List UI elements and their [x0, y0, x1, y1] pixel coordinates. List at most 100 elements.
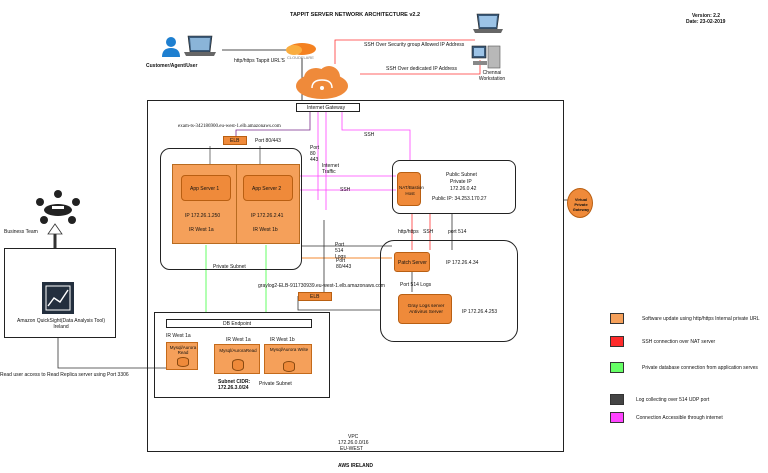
- vpc-region: EU-WEST: [340, 446, 364, 452]
- aws-label: AWS IRELAND: [338, 463, 373, 469]
- laptop-icon: [472, 12, 504, 36]
- legend-swatch-database: [610, 362, 624, 373]
- legend-label-log: Log collecting over 514 UDP port: [636, 397, 710, 403]
- app-server-2-ip: IP 172.26.2.41: [251, 213, 284, 219]
- db-endpoint: DB Endpoint: [166, 319, 312, 328]
- private-subnet-label: Private Subnet: [213, 264, 246, 270]
- subnet-cidr: 172.26.3.0/24: [218, 385, 249, 391]
- chennai-label: Chennai Workstation: [478, 70, 506, 82]
- quicksight-box: [4, 248, 116, 338]
- app-server-2-zone: App Server 2 IP 172.26.2.41 IR West 1b: [236, 164, 300, 244]
- ssh-label-2: SSH: [340, 187, 351, 193]
- db-write: Mysql/Aurora Write: [264, 344, 312, 374]
- internet-gateway-cloud-icon: [292, 62, 352, 102]
- date-label: Date: 23-02-2019: [686, 19, 726, 25]
- app-server-2-zone-label: IR West 1b: [253, 227, 278, 233]
- port-80-443b-label: Port 80 443: [310, 145, 320, 163]
- db-endpoint-label: DB Endpoint: [223, 321, 252, 327]
- ssh-small-label: SSH: [423, 229, 434, 235]
- elb-bottom-label: ELB: [310, 294, 320, 300]
- elb-bottom: ELB: [298, 292, 332, 301]
- vpc-label: VPC: [348, 434, 359, 440]
- public-subnet-box: [392, 160, 516, 214]
- internet-gateway: Internet Gateway: [296, 103, 360, 112]
- quicksight-icon: [42, 282, 74, 314]
- patch-server-ip: IP 172.26.4.34: [446, 260, 479, 266]
- legend-label-internet: Connection Accessible through internet: [636, 415, 723, 421]
- patch-server-label: Patch Server: [398, 260, 427, 266]
- quicksight-label: Amazon QuickSight(Data Analysis Tool) Ir…: [16, 318, 105, 330]
- db-subnet-box: [154, 312, 330, 398]
- team-meeting-icon: [30, 186, 86, 226]
- public-ip: Public IP: 34.253.170.27: [432, 196, 487, 202]
- internet-gateway-label: Internet Gateway: [307, 105, 346, 111]
- port-514-logs2-label: Port 514 Logs: [400, 282, 432, 288]
- http-https-label: http/https: [398, 229, 419, 235]
- ssh-dedicated-label: SSH Over dedicated IP Address: [386, 66, 458, 72]
- port-514-logs-label: Port 514 Logs: [335, 242, 346, 260]
- read-access-label: Read user access to Read Replica server …: [0, 372, 129, 378]
- db-read: Mysql/AuroraRead: [214, 344, 260, 374]
- db-zone-1b-label: IR West 1b: [270, 337, 295, 343]
- patch-server: Patch Server: [394, 252, 430, 272]
- graylog-server: Gray Logs server Antivirus Server: [398, 294, 452, 324]
- subnet-cidr-label: Subnet CIDR:: [218, 379, 251, 385]
- app-server-2: App Server 2: [243, 175, 293, 201]
- db-write-label: Mysql/Aurora Write: [269, 347, 309, 352]
- port-80-443-label: Port 80/443: [255, 138, 281, 144]
- nat-host: NAT/Bastion Host: [397, 172, 424, 206]
- app-server-1: App Server 1: [181, 175, 231, 201]
- nat-host-label: NAT/Bastion Host: [399, 185, 424, 196]
- legend-swatch-internet: [610, 412, 624, 423]
- db-read-left: Mysql/Aurora Read: [166, 342, 198, 370]
- internet-traffic-label: Internet Traffic: [322, 163, 339, 175]
- diagram-title: TAPPIT SERVER NETWORK ARCHITECTURE v2.2: [290, 12, 421, 18]
- virtual-private-gateway-label: Virtual Private Gateway: [572, 197, 590, 212]
- user-icon: [160, 36, 182, 58]
- db-zone-left-label: IR West 1a: [166, 333, 191, 339]
- legend-swatch-log: [610, 394, 624, 405]
- legend-label-software-update: Software update using http/https Interna…: [642, 316, 760, 322]
- elb-top: ELB: [223, 136, 247, 145]
- db-read-label: Mysql/AuroraRead: [219, 348, 257, 353]
- app-server-1-zone-label: IR West 1a: [189, 227, 214, 233]
- vpc-cidr: 172.26.0.0/16: [338, 440, 369, 446]
- ssh-security-label: SSH Over Security group Allowed IP Addre…: [364, 42, 465, 48]
- app-private-subnet: [160, 148, 302, 270]
- public-subnet-label: Public Subnet: [446, 172, 477, 178]
- vpc-box: [147, 100, 564, 452]
- database-icon: [232, 359, 244, 371]
- database-icon: [283, 361, 295, 372]
- legend-swatch-ssh: [610, 336, 624, 347]
- graylog-server-label: Gray Logs server Antivirus Server: [407, 304, 445, 315]
- cloudflare-label: CLOUDFLARE: [287, 55, 314, 60]
- virtual-private-gateway: Virtual Private Gateway: [567, 188, 593, 218]
- db-read-left-label: Mysql/Aurora Read: [169, 345, 197, 355]
- app-server-1-zone: App Server 1 IP 172.26.1.250 IR West 1a: [172, 164, 240, 244]
- customer-label: Customer/Agent/User: [146, 63, 198, 69]
- ssh-security-line: [334, 39, 475, 64]
- private-ip: 172.26.0.42: [450, 186, 477, 192]
- laptop-icon: [182, 34, 218, 58]
- elb-dns-label: exam-ts-342186900.eu-west-1.elb.amazonaw…: [178, 124, 281, 129]
- port-514-label: port 514: [448, 229, 467, 235]
- ssh-label: SSH: [364, 132, 375, 138]
- elb-top-label: ELB: [230, 138, 240, 144]
- cloudflare-icon: [282, 40, 318, 56]
- app-server-2-label: App Server 2: [252, 186, 282, 192]
- db-private-subnet-label: Private Subnet: [259, 381, 292, 387]
- http-label: http/https Tappit URL'S: [234, 58, 285, 64]
- graylog-dns-label: graylog2-ELB-911730939.eu-west-1.elb.ama…: [258, 283, 385, 289]
- legend-label-ssh: SSH connection over NAT server: [642, 339, 716, 345]
- legend-label-database: Private database connection from applica…: [642, 365, 758, 371]
- version-label: Version: 2.2: [692, 13, 721, 19]
- app-server-1-ip: IP 172.26.1.250: [185, 213, 221, 219]
- business-team-label: Business Team: [4, 229, 38, 235]
- legend-swatch-software-update: [610, 313, 624, 324]
- private-ip-label: Private IP: [450, 179, 472, 185]
- db-zone-1a-label: IR West 1a: [226, 337, 251, 343]
- patch-subnet-box: [380, 240, 518, 342]
- database-icon: [177, 357, 189, 367]
- workstation-icon: [470, 44, 504, 70]
- app-server-1-label: App Server 1: [190, 186, 220, 192]
